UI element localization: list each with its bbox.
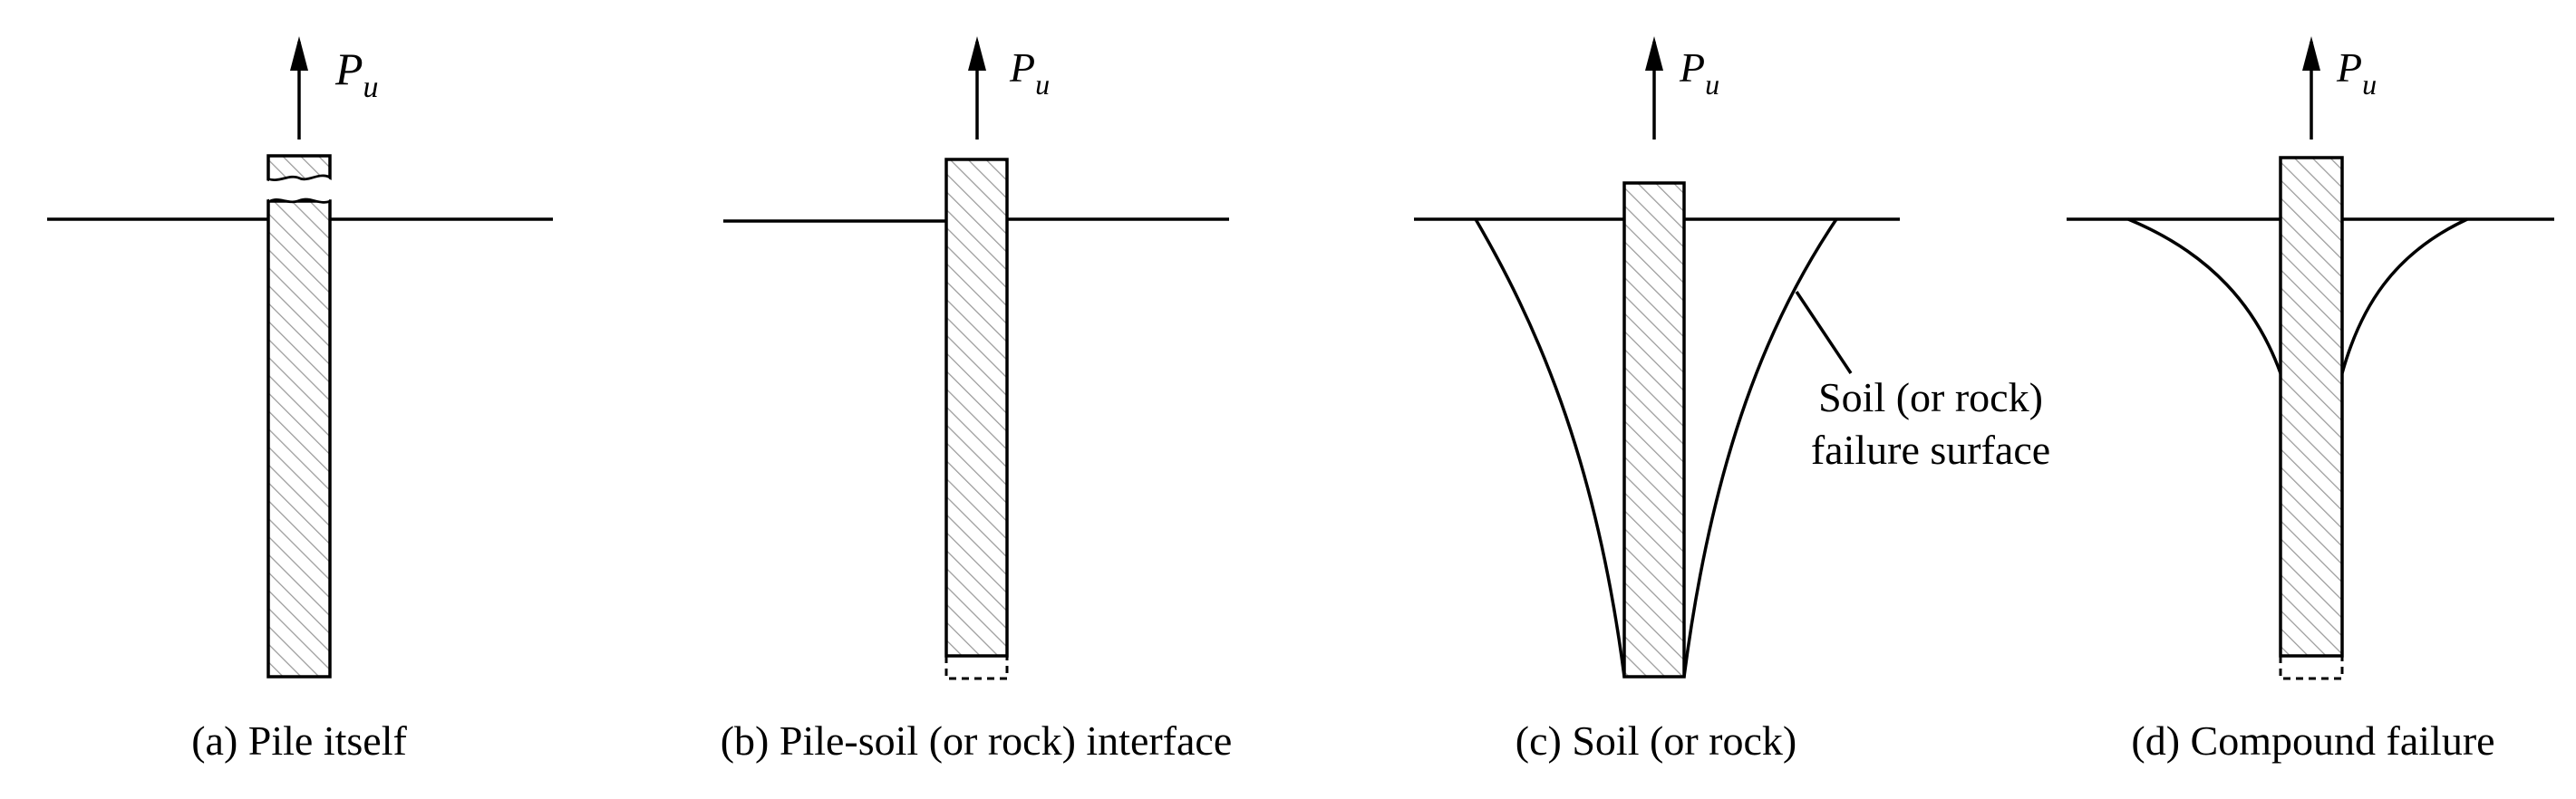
panel-a: Pu (a) Pile itself bbox=[47, 36, 553, 764]
pile bbox=[2279, 156, 2344, 658]
load-label: Pu bbox=[334, 43, 379, 104]
caption-d: (d) Compound failure bbox=[2131, 717, 2494, 764]
load-label: Pu bbox=[1009, 44, 1050, 101]
load-arrow bbox=[2302, 36, 2320, 140]
annotation-line-2: failure surface bbox=[1811, 427, 2050, 473]
annotation-leader bbox=[1795, 291, 1853, 374]
load-arrow bbox=[290, 36, 308, 140]
pile bbox=[944, 158, 1009, 658]
panel-c: Soil (or rock) failure surface Pu (c) So… bbox=[1414, 36, 2050, 764]
failure-surface-right bbox=[1682, 218, 1838, 678]
load-arrow bbox=[968, 36, 986, 140]
caption-b: (b) Pile-soil (or rock) interface bbox=[721, 717, 1233, 764]
caption-c: (c) Soil (or rock) bbox=[1516, 717, 1796, 764]
original-pile-bottom bbox=[2279, 656, 2344, 680]
load-label: Pu bbox=[1679, 44, 1719, 101]
annotation-line-1: Soil (or rock) bbox=[1818, 374, 2043, 420]
failure-surface-left bbox=[1474, 218, 1626, 678]
panel-d: Pu (d) Compound failure bbox=[2067, 36, 2554, 764]
pile bbox=[266, 199, 332, 679]
load-label: Pu bbox=[2336, 44, 2377, 101]
pile bbox=[1622, 181, 1686, 679]
caption-a: (a) Pile itself bbox=[191, 717, 407, 764]
failure-surface-right bbox=[2340, 217, 2468, 374]
load-arrow bbox=[1645, 36, 1663, 140]
pile-fragment bbox=[266, 154, 332, 182]
panel-b: Pu (b) Pile-soil (or rock) interface bbox=[721, 36, 1233, 764]
failure-surface-left bbox=[2127, 217, 2282, 374]
original-pile-bottom bbox=[944, 656, 1009, 680]
fracture-gap bbox=[269, 177, 329, 201]
fracture-line bbox=[267, 197, 331, 204]
